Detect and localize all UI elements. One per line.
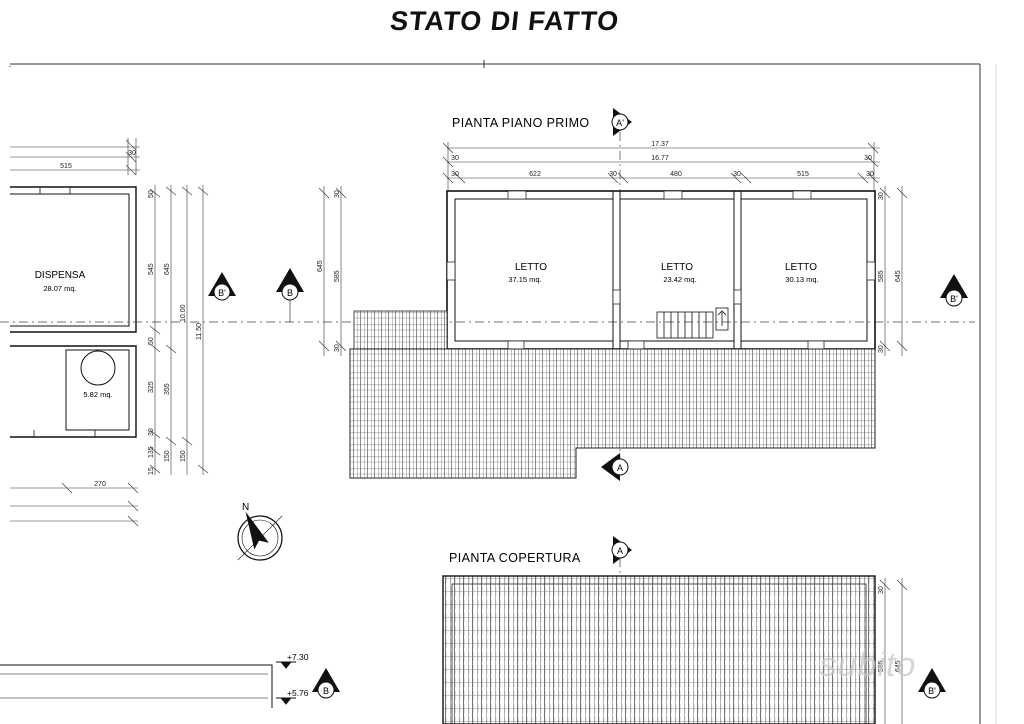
section-marker-b-roof-label: B' bbox=[928, 686, 936, 696]
left-dim-515: 515 bbox=[60, 163, 72, 170]
roof-plan: PIANTA COPERTURA A 30 585 645 B' bbox=[442, 536, 946, 724]
roof-rdim-585: 585 bbox=[878, 660, 885, 672]
room-3-area: 30.13 mq. bbox=[785, 275, 818, 284]
left-vertical-dim-lines bbox=[149, 185, 209, 475]
left-vdim-50a: 50 bbox=[148, 190, 155, 198]
sheet-title: STATO DI FATTO bbox=[389, 5, 621, 36]
ff-rdim-645: 645 bbox=[895, 270, 902, 282]
dispensa-label: DISPENSA bbox=[35, 270, 86, 281]
section-marker-b-right: B' bbox=[940, 274, 968, 307]
left-vdim-30: 30 bbox=[148, 428, 155, 436]
elevation-marker-top: +7.30 bbox=[276, 652, 309, 669]
roof-right-dim-lines bbox=[879, 578, 908, 724]
left-dim-270: 270 bbox=[94, 481, 106, 488]
ff-ldim-30a: 30 bbox=[334, 190, 341, 198]
section-marker-b-roof: B' bbox=[918, 668, 946, 699]
section-marker-b-elev: B bbox=[312, 668, 340, 699]
ff-dim-seg-2: 30 bbox=[609, 171, 617, 178]
north-label: N bbox=[242, 502, 249, 513]
first-floor-windows bbox=[446, 190, 876, 350]
section-marker-a-top: A' bbox=[611, 108, 632, 136]
ff-dim-edge-a: 30 bbox=[451, 155, 459, 162]
left-vdim-150a: 150 bbox=[164, 450, 171, 462]
lower-roof-tiles bbox=[349, 310, 876, 479]
sheet-frame bbox=[9, 60, 997, 724]
ff-dim-seg-6: 30 bbox=[866, 171, 874, 178]
room-2-area: 23.42 mq. bbox=[663, 275, 696, 284]
ff-ldim-645: 645 bbox=[317, 260, 324, 272]
section-marker-a-top-label: A' bbox=[616, 118, 624, 128]
ff-ldim-585: 585 bbox=[334, 270, 341, 282]
left-vdim-645: 645 bbox=[164, 263, 171, 275]
first-floor-top-dim-lines bbox=[442, 142, 880, 190]
ff-rdim-585: 585 bbox=[878, 270, 885, 282]
left-vdim-355: 355 bbox=[164, 383, 171, 395]
ff-dim-overall: 17.37 bbox=[651, 141, 669, 148]
section-marker-a-roof: A bbox=[611, 536, 632, 564]
section-marker-a-bottom: A bbox=[601, 453, 629, 481]
roof-tiles bbox=[442, 575, 876, 724]
room-1-label: LETTO bbox=[515, 262, 547, 273]
elevation-top-label: +7.30 bbox=[287, 652, 309, 662]
section-marker-b-left: B' bbox=[208, 272, 236, 301]
ff-ldim-30b: 30 bbox=[334, 344, 341, 352]
first-floor-left-dim-lines bbox=[318, 186, 347, 356]
left-vdim-135: 135 bbox=[148, 446, 155, 458]
first-floor-plan: PIANTA PIANO PRIMO 17.37 16.77 30 30 30 … bbox=[317, 116, 908, 479]
left-bottom-dim-lines bbox=[10, 482, 139, 527]
left-plan: 515 30 DISPENSA 28.07 mq. 5.82 mq. 50 54… bbox=[10, 138, 209, 527]
ff-dim-seg-4: 30 bbox=[733, 171, 741, 178]
circular-tank bbox=[80, 350, 116, 386]
ff-rdim-30a: 30 bbox=[878, 192, 885, 200]
left-vdim-1000: 10.00 bbox=[180, 304, 187, 322]
first-floor-right-dim-lines bbox=[879, 186, 908, 356]
room-3-label: LETTO bbox=[785, 262, 817, 273]
ff-dim-edge-b: 30 bbox=[864, 155, 872, 162]
roof-rdim-645: 645 bbox=[895, 660, 902, 672]
ff-dim-seg-0: 30 bbox=[451, 171, 459, 178]
elevation-strip: +7.30 +5.76 B bbox=[0, 652, 340, 708]
first-floor-title: PIANTA PIANO PRIMO bbox=[452, 116, 590, 130]
ff-dim-seg-3: 480 bbox=[670, 171, 682, 178]
left-vdim-15: 15 bbox=[148, 467, 155, 475]
ff-dim-inner: 16.77 bbox=[651, 155, 669, 162]
watermark-logo: subito bbox=[820, 646, 917, 684]
left-plan-walls bbox=[10, 186, 137, 438]
staircase bbox=[656, 307, 729, 339]
section-marker-b-mid: B bbox=[276, 268, 304, 322]
ff-rdim-30b: 30 bbox=[878, 345, 885, 353]
elevation-bottom-label: +5.76 bbox=[287, 688, 309, 698]
section-marker-b-left-label: B' bbox=[218, 288, 226, 298]
left-plan-dim-lines bbox=[10, 138, 140, 176]
elevation-marker-bottom: +5.76 bbox=[276, 688, 309, 705]
section-marker-a-roof-label: A bbox=[617, 546, 623, 556]
room-2-label: LETTO bbox=[661, 262, 693, 273]
dispensa-area: 28.07 mq. bbox=[43, 284, 76, 293]
section-marker-b-right-label: B' bbox=[950, 294, 958, 304]
north-compass: N bbox=[237, 502, 283, 561]
roof-rdim-30: 30 bbox=[878, 586, 885, 594]
room-1-area: 37.15 mq. bbox=[508, 275, 541, 284]
left-vdim-1150: 11.50 bbox=[196, 323, 203, 340]
small-room-area: 5.82 mq. bbox=[83, 390, 112, 399]
ff-dim-seg-5: 515 bbox=[797, 171, 809, 178]
section-marker-b-mid-label: B bbox=[287, 288, 293, 298]
left-vdim-325: 325 bbox=[148, 381, 155, 393]
left-vdim-50b: 50 bbox=[148, 337, 155, 345]
roof-plan-title: PIANTA COPERTURA bbox=[449, 551, 581, 565]
section-marker-a-bottom-label: A bbox=[617, 463, 623, 473]
left-vdim-545: 545 bbox=[148, 263, 155, 275]
section-marker-b-elev-label: B bbox=[323, 686, 329, 696]
left-vdim-150b: 150 bbox=[180, 450, 187, 462]
ff-dim-seg-1: 622 bbox=[529, 171, 541, 178]
left-dim-30: 30 bbox=[128, 150, 136, 157]
